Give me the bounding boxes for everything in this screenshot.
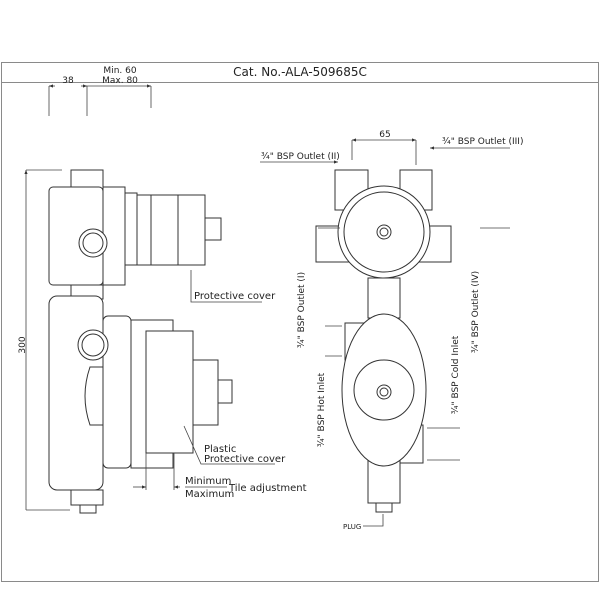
- minimum-label: Minimum: [185, 476, 231, 487]
- protective-cover-label: Protective cover: [194, 291, 276, 302]
- outlet-i-label: ¾" BSP Outlet (I): [297, 272, 307, 348]
- plug-label: PLUG: [343, 523, 361, 531]
- outlet-ii-label: ¾" BSP Outlet (II): [261, 152, 340, 162]
- hot-inlet-label: ¾" BSP Hot Inlet: [317, 372, 327, 447]
- dim-max: Max. 80: [102, 76, 138, 86]
- plastic-cover-label: Protective cover: [204, 454, 286, 465]
- catalog-title: Cat. No.-ALA-509685C: [2, 63, 598, 83]
- dim-min: Min. 60: [103, 66, 136, 76]
- cold-inlet-label: ¾" BSP Cold Inlet: [451, 335, 461, 414]
- plastic-label: Plastic: [204, 444, 236, 455]
- outlet-iii-label: ¾" BSP Outlet (III): [442, 137, 523, 147]
- tile-adjustment-label: Tile adjustment: [228, 483, 307, 494]
- dim-65: 65: [379, 130, 390, 140]
- maximum-label: Maximum: [185, 489, 234, 500]
- outlet-iv-label: ¾" BSP Outlet (IV): [471, 271, 481, 353]
- front-view: 65 ¾" BSP Outlet (II) ¾" BSP Outlet (III…: [260, 130, 523, 531]
- dim-38: 38: [62, 76, 74, 86]
- side-view: 38 Min. 60 Max. 80 300 Protective cover …: [18, 66, 307, 514]
- drawing-frame: Cat. No.-ALA-509685C: [1, 62, 599, 582]
- dim-height: 300: [18, 336, 28, 353]
